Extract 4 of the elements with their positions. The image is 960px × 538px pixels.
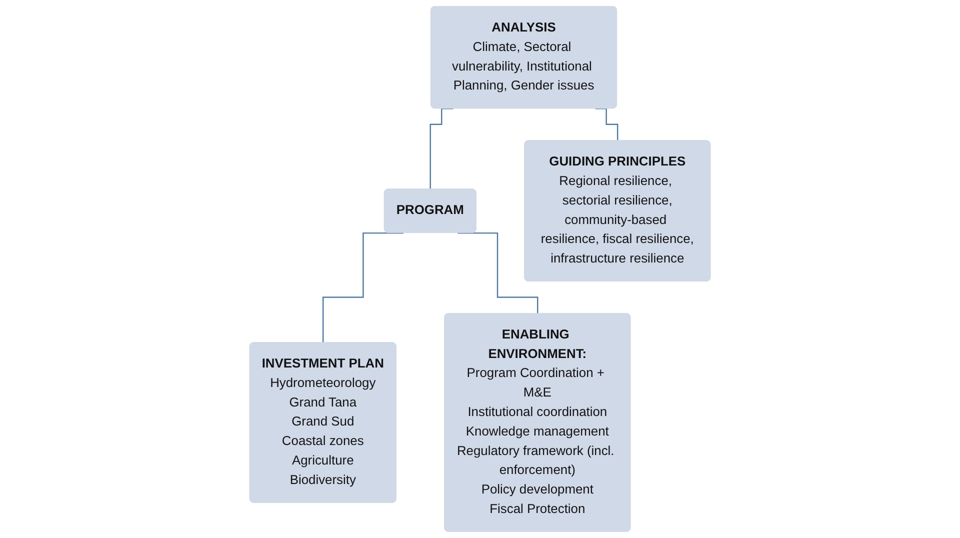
connector xyxy=(595,108,618,142)
connector xyxy=(458,232,538,314)
connector xyxy=(322,232,404,344)
connector xyxy=(430,108,454,190)
